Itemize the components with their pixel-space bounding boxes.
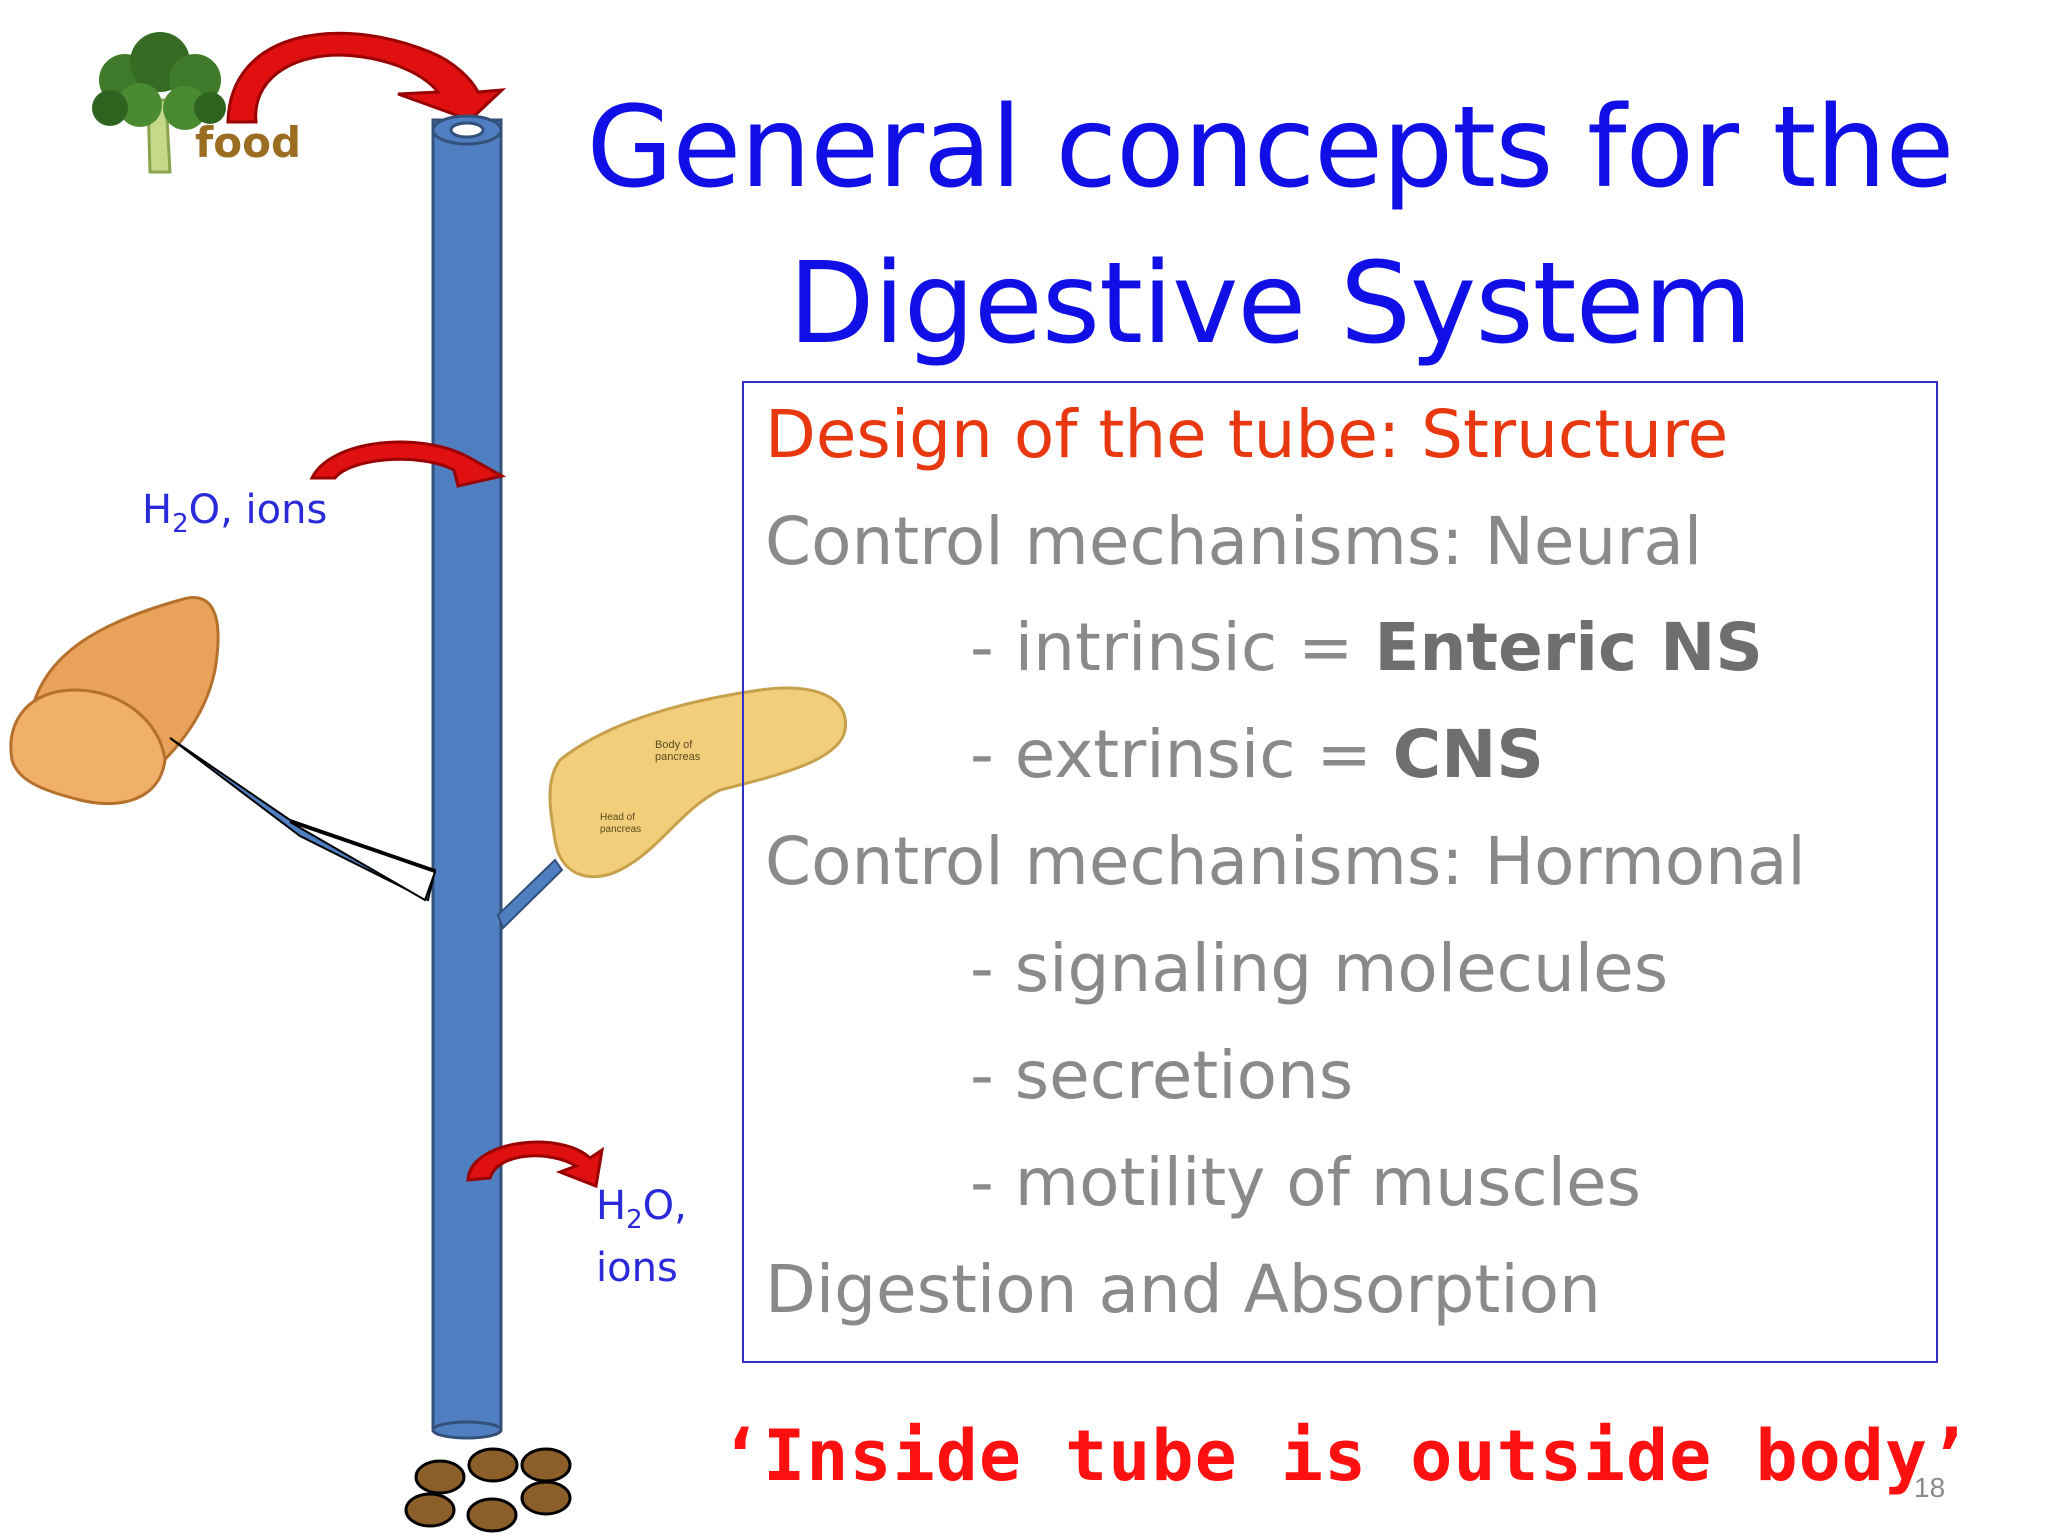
title-line-2: Digestive System xyxy=(788,239,1752,369)
secretion-arrow-lower xyxy=(466,1140,605,1189)
title-line-1: General concepts for the xyxy=(586,83,1955,213)
concept-hormonal: Control mechanisms: Hormonal xyxy=(765,823,1806,900)
pancreas-body-label-2: pancreas xyxy=(655,751,701,763)
food-label: food xyxy=(195,118,302,167)
water-ions-label-lower: H2O, ions xyxy=(596,1183,687,1291)
broccoli-image xyxy=(92,32,226,174)
slide-title: General concepts for the Digestive Syste… xyxy=(560,70,1980,382)
water-ions-label-upper: H2O, ions xyxy=(142,487,328,539)
pancreas-body-label: Body of xyxy=(655,739,693,751)
food-intake-arrow xyxy=(226,31,507,124)
motto: ‘Inside tube is outside body’ xyxy=(720,1415,1972,1497)
pancreas-image: Body of pancreas Head of pancreas xyxy=(548,686,848,879)
concept-intrinsic: - intrinsic = Enteric NS xyxy=(970,609,1763,686)
secretion-arrow-upper xyxy=(309,440,507,488)
concept-secretions: - secretions xyxy=(970,1037,1354,1114)
pancreas-head-label-2: pancreas xyxy=(600,824,641,835)
pancreatic-duct xyxy=(496,858,564,930)
concept-structure: Design of the tube: Structure xyxy=(765,396,1729,473)
concept-extrinsic: - extrinsic = CNS xyxy=(970,716,1544,793)
feces-image xyxy=(404,1447,572,1533)
concept-neural: Control mechanisms: Neural xyxy=(765,503,1703,580)
liver-image xyxy=(9,596,220,806)
concept-motility: - motility of muscles xyxy=(970,1144,1641,1221)
concepts-box xyxy=(742,381,1938,1363)
pancreas-head-label: Head of xyxy=(600,812,635,823)
concept-signaling: - signaling molecules xyxy=(970,930,1669,1007)
concept-digestion: Digestion and Absorption xyxy=(765,1251,1601,1328)
page-number: 18 xyxy=(1914,1472,1946,1503)
digestive-tube xyxy=(431,118,503,1432)
